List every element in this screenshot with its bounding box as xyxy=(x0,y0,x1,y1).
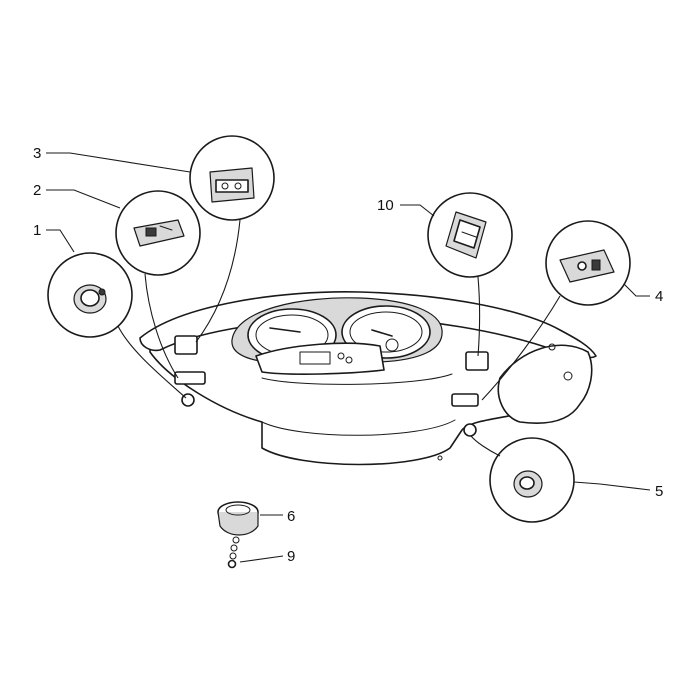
mount-hole-2 xyxy=(548,343,556,351)
leader-2 xyxy=(46,189,121,209)
bubble-2-pointer xyxy=(144,273,179,379)
chain-link-1 xyxy=(232,536,240,544)
chain-end xyxy=(227,559,237,569)
chain-link-3 xyxy=(229,552,237,560)
mount-hole-1 xyxy=(563,371,573,381)
callout-5: 5 xyxy=(655,483,663,500)
detail-bubble-3 xyxy=(189,135,275,343)
detail-bubble-2 xyxy=(115,190,201,379)
handlebar-cover-assembly xyxy=(139,291,597,466)
leader-3 xyxy=(46,152,191,173)
socket-1-tab xyxy=(98,288,106,296)
tachometer-dial xyxy=(349,311,423,353)
leader-1 xyxy=(46,229,75,253)
leader-5 xyxy=(573,481,651,491)
display-panel xyxy=(255,342,385,375)
leader-4 xyxy=(623,283,650,297)
speedometer-needle xyxy=(269,327,301,333)
bubble-1-pointer xyxy=(117,325,187,399)
front-face-edge xyxy=(261,373,453,385)
left-switch-slot xyxy=(174,371,206,385)
chain-link-2 xyxy=(230,544,238,552)
socket-1-inner xyxy=(80,289,100,307)
display-indicator-2 xyxy=(345,356,353,364)
detail-bubble-5 xyxy=(470,435,575,523)
bubble-5-pointer xyxy=(470,435,501,457)
switch-3-face xyxy=(215,179,249,193)
switch-3-dot-left xyxy=(221,182,229,190)
leader-lines xyxy=(46,152,651,563)
bubble-3-pointer xyxy=(195,219,241,343)
callout-9: 9 xyxy=(287,548,295,565)
lower-face-edge xyxy=(261,419,456,436)
part-9-chain xyxy=(227,536,240,569)
right-upper-switch-slot xyxy=(465,351,489,371)
callout-4: 4 xyxy=(655,288,663,305)
detail-bubble-4 xyxy=(481,220,631,401)
callout-1: 1 xyxy=(33,222,41,239)
bubble-4-pointer xyxy=(481,295,561,401)
switch-4-body xyxy=(559,249,615,283)
callout-labels: 3 2 1 10 4 5 6 9 xyxy=(33,145,663,565)
socket-6-cap xyxy=(225,504,251,516)
switch-2-mark xyxy=(159,225,173,231)
socket-5-inner xyxy=(519,476,535,490)
right-switch-slot xyxy=(451,393,479,407)
callout-6: 6 xyxy=(287,508,295,525)
switch-3-dot-right xyxy=(234,182,242,190)
switch-2-button xyxy=(145,227,157,237)
callout-3: 3 xyxy=(33,145,41,162)
gauge-knob xyxy=(385,338,399,352)
leader-10 xyxy=(400,204,435,217)
screw-point xyxy=(437,455,443,461)
switch-2-body xyxy=(133,219,185,247)
switch-4-button xyxy=(591,259,601,271)
switch-10-mark xyxy=(461,231,477,238)
leader-9 xyxy=(239,555,284,563)
right-handlebar-end xyxy=(497,344,593,424)
part-6-socket xyxy=(217,501,259,536)
detail-bubble-10 xyxy=(427,192,513,357)
callout-10: 10 xyxy=(377,197,394,214)
switch-4-ring xyxy=(577,261,587,271)
detail-bubble-1 xyxy=(47,252,187,399)
socket-6-body xyxy=(217,511,259,536)
callout-2: 2 xyxy=(33,182,41,199)
display-indicator-1 xyxy=(337,352,345,360)
lcd-display xyxy=(299,351,331,365)
left-upper-switch-slot xyxy=(174,335,198,355)
right-key-socket xyxy=(463,423,477,437)
tachometer-needle xyxy=(371,329,393,337)
bubble-10-pointer xyxy=(477,276,481,357)
